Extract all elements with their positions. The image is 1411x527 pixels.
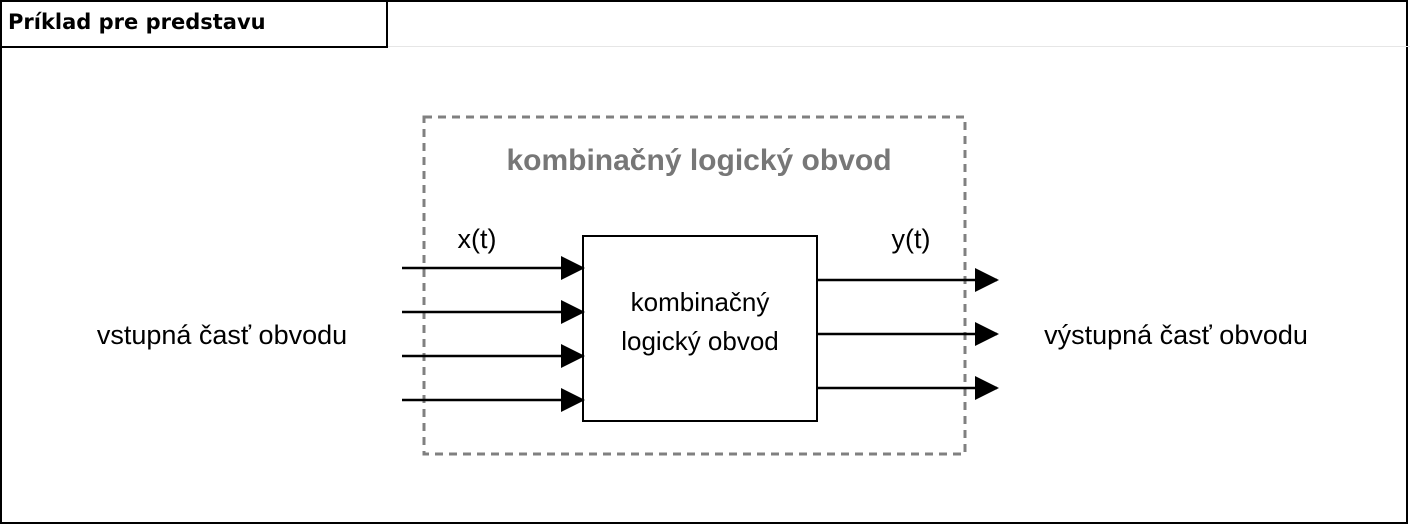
input-signal-label: x(t)	[458, 224, 497, 254]
input-side-label: vstupná časť obvodu	[97, 320, 347, 350]
logic-block	[582, 235, 818, 422]
outer-label: kombinačný logický obvod	[506, 144, 891, 177]
dashed-boundary	[422, 115, 967, 456]
output-side-label: výstupná časť obvodu	[1044, 320, 1308, 350]
block-label-line2: logický obvod	[621, 326, 779, 356]
output-signal-label: y(t)	[892, 224, 931, 254]
title-divider	[388, 46, 1410, 47]
block-label-line1: kombinačný	[631, 287, 770, 317]
page-title: Príklad pre predstavu	[2, 2, 388, 48]
